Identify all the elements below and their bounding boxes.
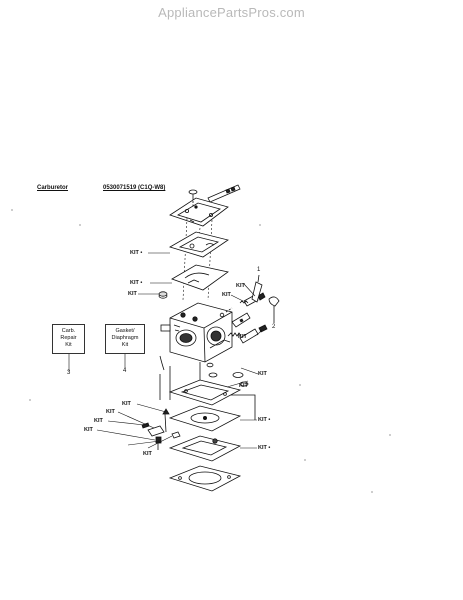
kit-label-inlet-screen: KIT xyxy=(128,291,137,297)
springs xyxy=(227,300,249,337)
kit-label-metering-diaphragm: KIT • xyxy=(258,445,271,451)
gasket-diaphragm-kit-box: Gasket/ Diaphragm Kit xyxy=(105,324,145,354)
kit-label-pump-diaphragm: KIT • xyxy=(130,280,143,286)
kit-label-welch-plug: KIT xyxy=(258,371,267,377)
kit-label-metering-gasket: KIT • xyxy=(258,417,271,423)
high-speed-needle xyxy=(243,292,266,307)
callout-1: 1 xyxy=(257,267,261,273)
part-2-swivel xyxy=(268,296,280,323)
metering-cover xyxy=(168,465,242,492)
callout-3: 3 xyxy=(67,370,71,376)
metering-gasket-lower xyxy=(168,435,242,462)
carburetor-body xyxy=(160,302,233,363)
carb-repair-kit-line-1: Carb. xyxy=(61,328,76,334)
pump-diaphragm xyxy=(171,264,229,291)
inlet-screen xyxy=(158,291,168,299)
pump-cover xyxy=(169,197,229,227)
kit-label-pin: KIT xyxy=(94,418,103,424)
kit-label-screw: KIT xyxy=(143,451,152,457)
carb-repair-kit-line-3: Kit xyxy=(65,342,72,348)
kit-label-pump-gasket: KIT • xyxy=(130,250,143,256)
carb-repair-kit-box: Carb. Repair Kit xyxy=(52,324,85,354)
kit-label-needle-upper: KIT xyxy=(236,283,245,289)
part-number: 0530071519 (C1Q-W8) xyxy=(103,185,166,191)
part-1-needle xyxy=(251,274,263,303)
inlet-needle xyxy=(162,408,170,433)
kit-label-spring: KIT xyxy=(84,427,93,433)
kit-label-spring-lower: KIT xyxy=(238,334,247,340)
leader-lines xyxy=(96,252,263,449)
kit-label-seal: KIT xyxy=(239,383,248,389)
watermark: AppliancePartsPros.com xyxy=(158,5,305,20)
metering-gasket xyxy=(168,379,242,406)
pump-gasket xyxy=(169,231,229,258)
gasket-diaphragm-kit-line-1: Gasket/ xyxy=(115,328,135,334)
callout-2: 2 xyxy=(272,324,276,330)
carb-repair-kit-line-2: Repair xyxy=(60,335,77,341)
kit-label-inlet-needle: KIT xyxy=(122,401,131,407)
metering-diaphragm xyxy=(168,405,242,432)
kit-label-spring-upper: KIT xyxy=(222,292,231,298)
gasket-diaphragm-kit-line-3: Kit xyxy=(121,342,129,348)
inlet-needle-lever xyxy=(141,422,165,437)
diagram-title: Carburetor xyxy=(37,185,69,191)
adjusting-needle-top xyxy=(207,184,241,203)
idle-screw-assembly xyxy=(225,307,251,328)
gasket-diaphragm-kit-line-2: Diaphragm xyxy=(111,335,139,341)
scan-specks xyxy=(11,209,391,493)
kit-label-lever: KIT xyxy=(106,409,115,415)
callout-4: 4 xyxy=(123,368,127,374)
